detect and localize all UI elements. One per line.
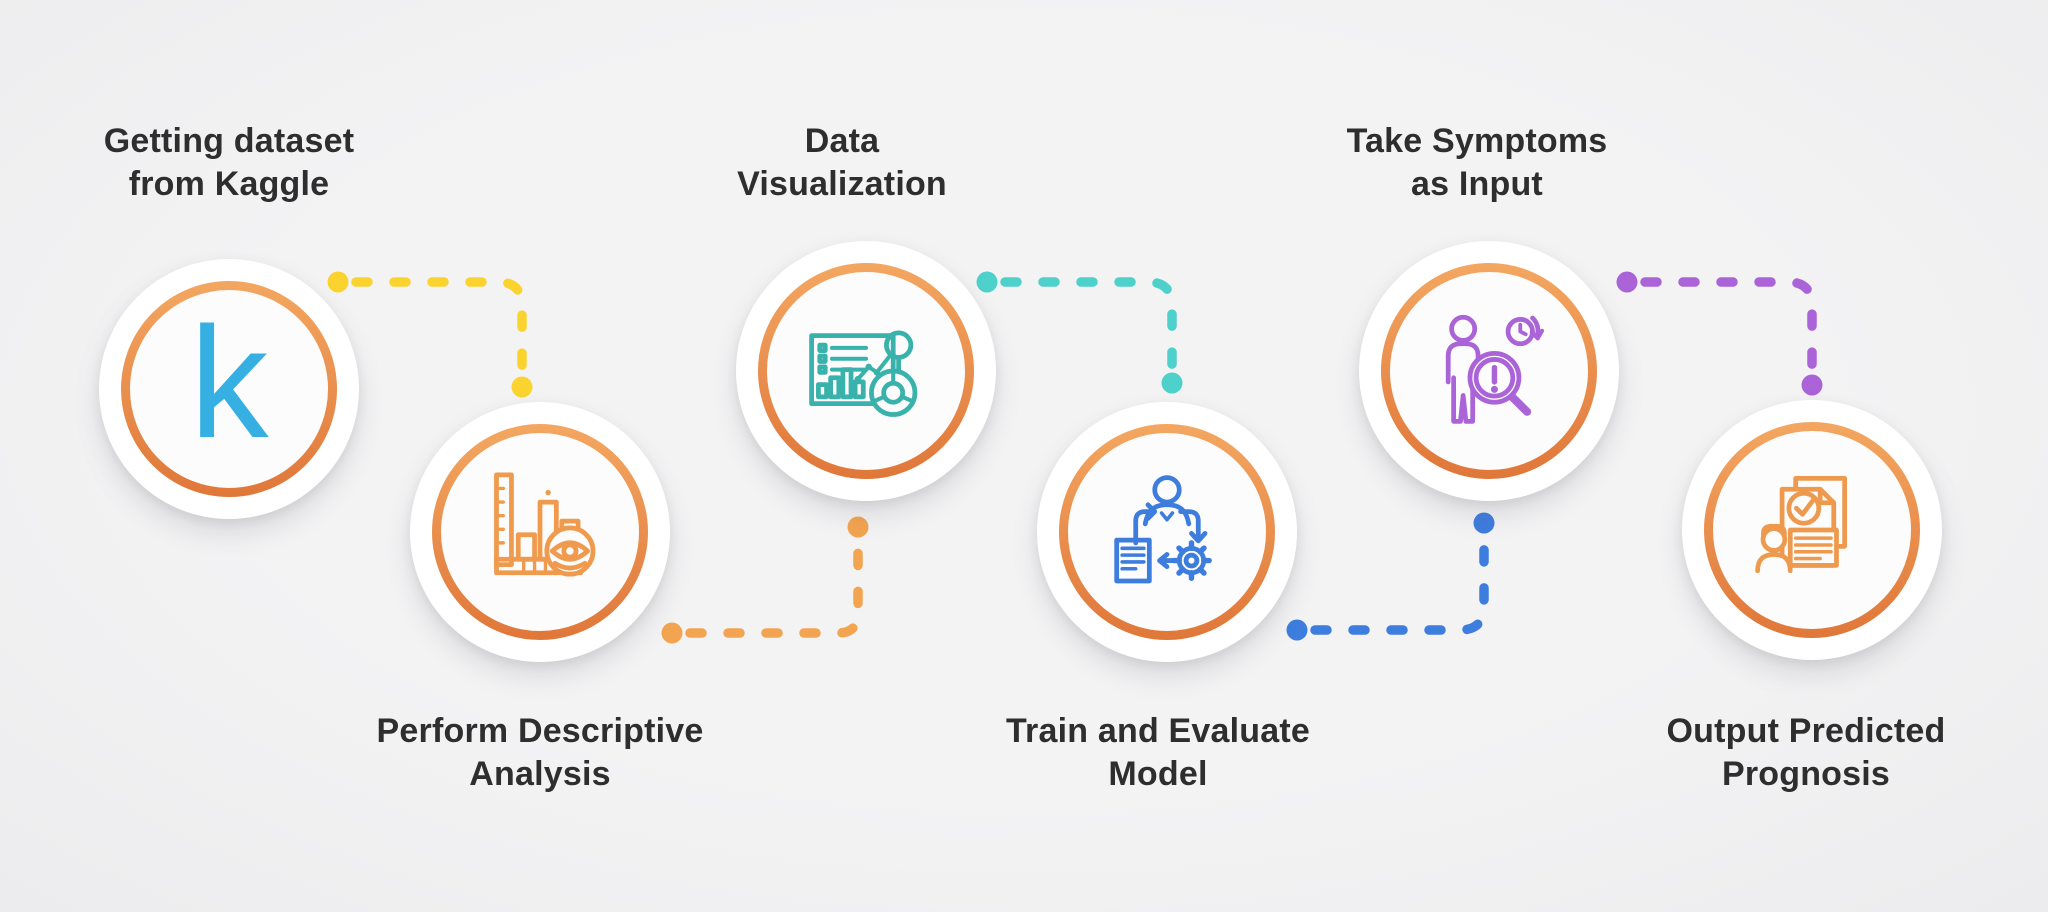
connector-dot: [1616, 271, 1638, 293]
person-document-gear-icon: [1099, 464, 1235, 600]
step-2-label: Perform Descriptive Analysis: [376, 712, 704, 793]
connector-5-6: [1616, 271, 1823, 396]
connector-dot: [976, 271, 998, 293]
connector-dot: [847, 516, 869, 538]
step-2-circle: [410, 402, 670, 662]
connector-2-3: [661, 516, 869, 644]
connector-dot: [1286, 619, 1308, 641]
bar-chart-eye-icon: [472, 464, 608, 600]
step-5-label: Take Symptoms as Input: [1346, 122, 1608, 203]
step-3-circle: [736, 241, 996, 501]
step-3-label: Data Visualization: [737, 122, 947, 203]
step-4-label: Train and Evaluate Model: [1005, 712, 1311, 793]
connector-dot: [511, 376, 533, 398]
step-1-circle: k: [99, 259, 359, 519]
connector-dot: [327, 271, 349, 293]
connector-1-2: [327, 271, 533, 398]
step-5-circle: [1359, 241, 1619, 501]
step-6-label: Output Predicted Prognosis: [1666, 712, 1946, 793]
step-6-circle: [1682, 400, 1942, 660]
kaggle-k-glyph: k: [189, 295, 269, 471]
dashboard-charts-icon: [798, 303, 934, 439]
connector-4-5: [1286, 512, 1495, 641]
step-4-circle: [1037, 402, 1297, 662]
step-1-label: Getting dataset from Kaggle: [103, 122, 355, 203]
kaggle-k-icon: k: [161, 304, 297, 462]
connector-dot: [1801, 374, 1823, 396]
connector-dot: [1161, 372, 1183, 394]
connector-dot: [1473, 512, 1495, 534]
connector-3-4: [976, 271, 1183, 394]
documents-checkmark-person-icon: [1744, 462, 1880, 598]
person-magnifier-alert-icon: [1421, 303, 1557, 439]
connector-dot: [661, 622, 683, 644]
